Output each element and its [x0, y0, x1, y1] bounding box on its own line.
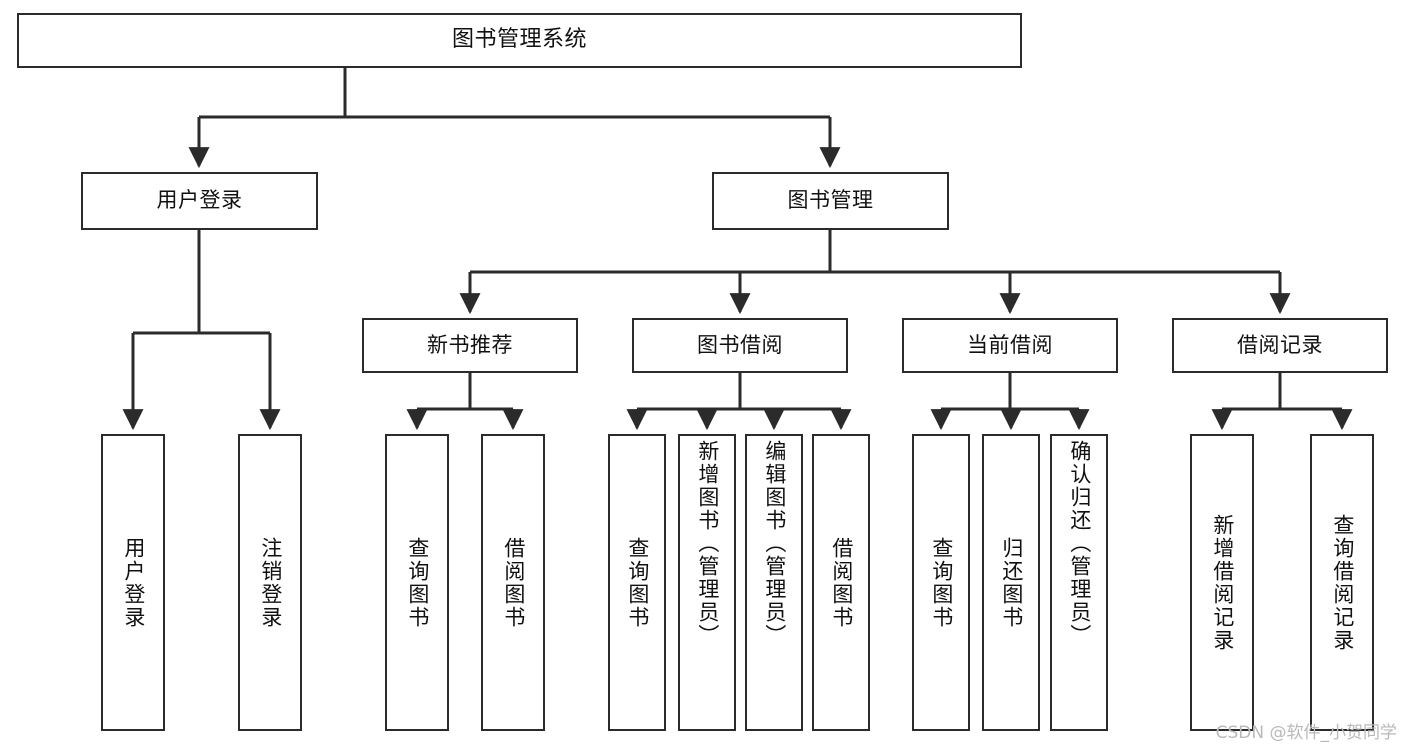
node-root[interactable]: 图书管理系统: [17, 13, 1022, 68]
node-new-book-recommend-label: 新书推荐: [427, 332, 513, 357]
node-leaf-user-login[interactable]: 用户登录: [101, 434, 165, 731]
node-book-borrow[interactable]: 图书借阅: [632, 318, 848, 373]
node-user-login[interactable]: 用户登录: [81, 172, 318, 230]
node-leaf-borrow-book-1-label: 借阅图书: [501, 536, 526, 629]
watermark: CSDN @软件_小贺同学: [1215, 723, 1397, 743]
node-book-manage-label: 图书管理: [787, 188, 874, 213]
node-borrow-record-label: 借阅记录: [1237, 332, 1323, 357]
node-borrow-record[interactable]: 借阅记录: [1172, 318, 1388, 373]
node-leaf-query-book-2-label: 查询图书: [625, 536, 650, 629]
node-leaf-confirm-return-admin[interactable]: 确认归还（管理员）: [1050, 434, 1108, 731]
node-leaf-return-book-label: 归还图书: [999, 536, 1024, 629]
node-book-manage[interactable]: 图书管理: [712, 172, 949, 230]
node-book-borrow-label: 图书借阅: [697, 332, 783, 357]
node-leaf-query-borrow-record[interactable]: 查询借阅记录: [1310, 434, 1374, 731]
node-leaf-return-book[interactable]: 归还图书: [982, 434, 1040, 731]
node-leaf-query-book-1-label: 查询图书: [405, 536, 430, 629]
node-leaf-user-logout-label: 注销登录: [258, 536, 283, 629]
edge-group-new-book-recommend: [406, 373, 524, 431]
node-leaf-borrow-book-1[interactable]: 借阅图书: [481, 434, 545, 731]
node-leaf-query-borrow-record-label: 查询借阅记录: [1330, 513, 1355, 652]
edge-group-borrow-record: [1211, 373, 1353, 431]
node-leaf-confirm-return-admin-label: 确认归还（管理员）: [1067, 440, 1092, 647]
node-leaf-query-book-2[interactable]: 查询图书: [608, 434, 666, 731]
node-leaf-borrow-book-2[interactable]: 借阅图书: [812, 434, 870, 731]
edge-group-current-borrow: [930, 373, 1090, 431]
edge-group-book-borrow: [626, 373, 852, 431]
node-leaf-add-borrow-record-label: 新增借阅记录: [1210, 513, 1235, 652]
node-leaf-borrow-book-2-label: 借阅图书: [829, 536, 854, 629]
node-leaf-edit-book-admin-label: 编辑图书（管理员）: [762, 440, 787, 647]
edge-group-root: [188, 68, 841, 169]
node-leaf-user-login-label: 用户登录: [121, 536, 146, 629]
node-leaf-add-borrow-record[interactable]: 新增借阅记录: [1190, 434, 1254, 731]
node-leaf-query-book-3[interactable]: 查询图书: [912, 434, 970, 731]
node-leaf-user-logout[interactable]: 注销登录: [238, 434, 302, 731]
node-root-label: 图书管理系统: [451, 27, 587, 53]
node-leaf-add-book-admin[interactable]: 新增图书（管理员）: [678, 434, 736, 731]
node-leaf-query-book-1[interactable]: 查询图书: [385, 434, 449, 731]
node-current-borrow-label: 当前借阅: [967, 332, 1053, 357]
node-current-borrow[interactable]: 当前借阅: [902, 318, 1118, 373]
edge-group-user-login: [122, 230, 281, 431]
node-leaf-query-book-3-label: 查询图书: [929, 536, 954, 629]
edge-group-book-manage: [459, 230, 1291, 315]
node-leaf-edit-book-admin[interactable]: 编辑图书（管理员）: [745, 434, 803, 731]
node-user-login-label: 用户登录: [156, 188, 243, 213]
node-leaf-add-book-admin-label: 新增图书（管理员）: [695, 440, 720, 647]
node-new-book-recommend[interactable]: 新书推荐: [362, 318, 578, 373]
